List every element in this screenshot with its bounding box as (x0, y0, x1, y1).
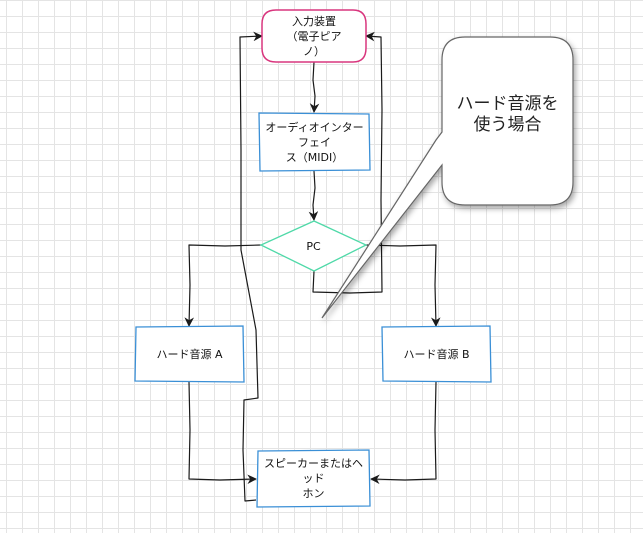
edge-input-to-interface (309, 61, 320, 113)
edge-interface-to-pc (308, 170, 319, 221)
edge-pc-to-sound-b (365, 244, 441, 327)
node-sound-a-label: ハード音源 A (156, 347, 223, 361)
node-input-shape[interactable] (261, 9, 367, 63)
node-speaker-label: スピーカーまたはヘッド ホン (264, 457, 363, 500)
node-sound-b-shape[interactable] (381, 325, 492, 383)
edge-speaker-loop-to-input (239, 31, 263, 502)
node-pc-label: PC (306, 239, 321, 253)
node-interface-label: オーディオインターフェイ ス（MIDI） (265, 120, 364, 164)
node-speaker-shape[interactable] (256, 449, 371, 508)
callout-shape[interactable] (321, 36, 574, 319)
node-sound-a-shape[interactable] (134, 325, 245, 383)
node-interface-shape[interactable] (258, 112, 371, 172)
edge-pc-to-sound-a (184, 244, 262, 327)
edge-sound-a-to-speaker (188, 381, 257, 485)
node-pc-shape[interactable] (259, 220, 368, 272)
node-sound-b-label: ハード音源 B (403, 347, 470, 361)
edge-sound-b-to-speaker (370, 381, 437, 485)
callout-label: ハード音源を 使う場合 (456, 94, 559, 135)
node-input-label: 入力装置 （電子ピア ノ） (286, 14, 342, 58)
edge-pc-loop-to-input (312, 31, 383, 294)
